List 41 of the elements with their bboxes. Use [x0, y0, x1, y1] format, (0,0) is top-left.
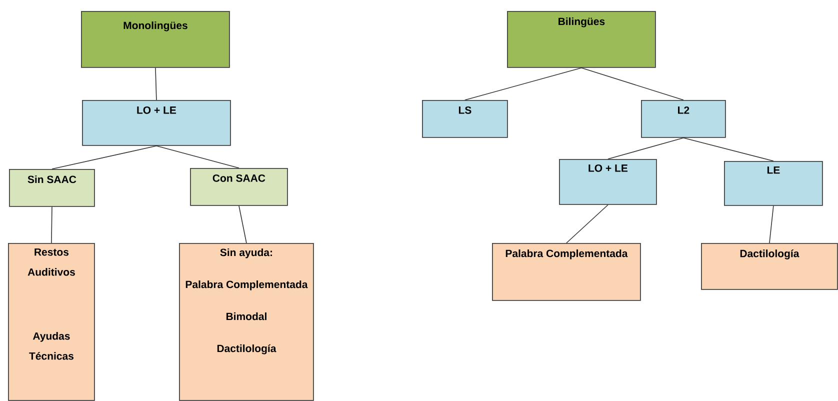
category-box	[641, 100, 726, 138]
connector-line	[769, 205, 774, 244]
category-box	[8, 242, 95, 401]
category-box	[9, 169, 95, 207]
box-text: Monolingües	[124, 21, 188, 32]
box-text: LS	[458, 106, 472, 114]
connector-line	[51, 206, 52, 244]
connector-line	[608, 137, 684, 160]
box-text: Dactilología	[217, 344, 276, 354]
category-box	[190, 168, 288, 206]
category-box	[559, 159, 657, 205]
connector-line	[464, 68, 582, 100]
category-box	[492, 242, 641, 301]
category-box	[81, 11, 230, 68]
connector-line	[566, 204, 608, 244]
connector-line	[52, 145, 157, 170]
connector-line	[581, 68, 684, 100]
connector-line	[155, 68, 157, 100]
connector-line	[683, 137, 774, 162]
category-box	[507, 11, 656, 68]
box-text: LO + LE	[137, 106, 176, 114]
box-text: Palabra Complementada	[186, 280, 308, 290]
box-text: Palabra Complementada	[506, 249, 628, 260]
category-box	[179, 242, 314, 401]
connector-line	[156, 145, 240, 168]
box-text: Con SAAC	[212, 174, 266, 182]
category-box	[422, 100, 508, 138]
box-text: LE	[767, 166, 780, 174]
box-text: L2	[678, 106, 690, 114]
box-text: LO + LE	[588, 164, 628, 172]
category-box	[724, 161, 823, 206]
box-text: Bimodal	[226, 312, 266, 320]
box-text: Sin SAAC	[28, 175, 76, 184]
category-box	[701, 242, 838, 290]
connector-line	[238, 205, 247, 244]
category-box	[82, 100, 231, 146]
box-text: Restos Auditivos	[28, 248, 75, 276]
box-text: Sin ayuda:	[220, 248, 272, 258]
box-text: Bilingües	[558, 17, 605, 28]
box-text: Ayudas Técnicas	[29, 332, 74, 360]
box-text: Dactilología	[740, 249, 800, 260]
